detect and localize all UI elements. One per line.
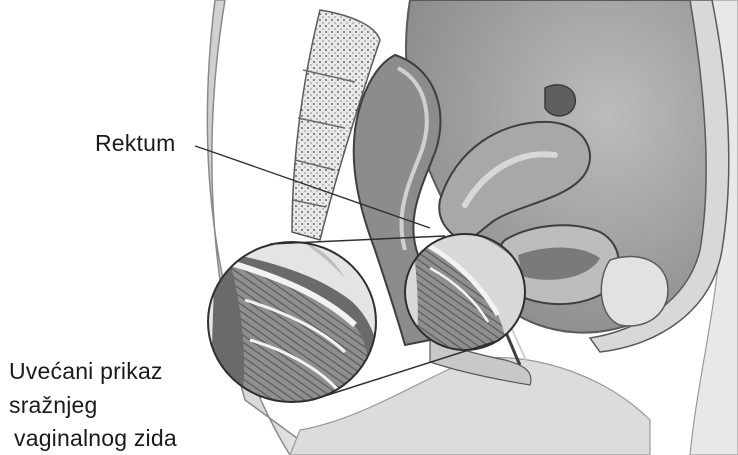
label-zoom-caption-line-1: Uvećani prikaz [9, 356, 163, 386]
vessel-detail [545, 85, 575, 116]
label-zoom-caption-line-3: vaginalnog zida [14, 423, 177, 453]
pubic-bone [601, 257, 668, 326]
label-rektum: Rektum [95, 128, 175, 158]
label-zoom-caption-line-2: sražnjeg [9, 390, 98, 420]
zoom-connector-top [270, 236, 445, 244]
